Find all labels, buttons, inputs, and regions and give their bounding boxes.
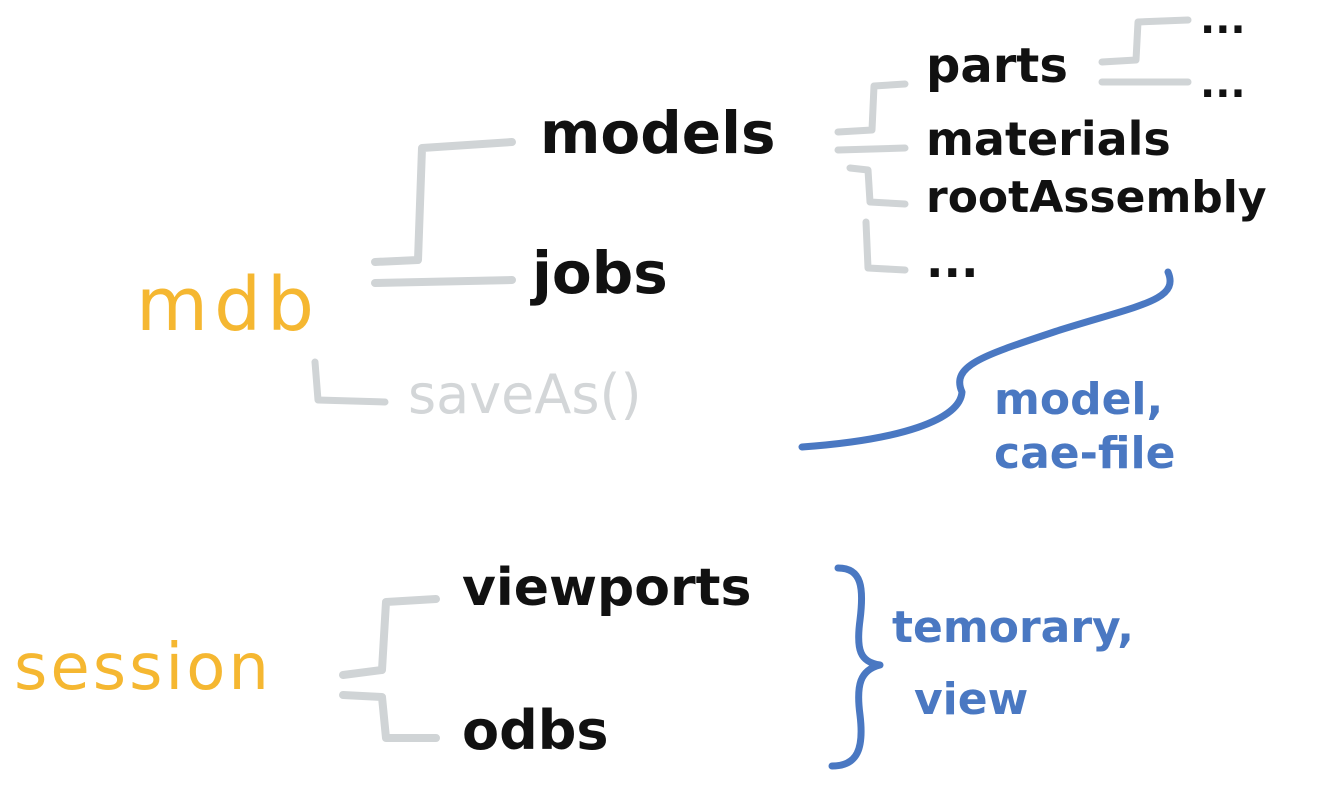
materials-node-label: materials (926, 112, 1171, 166)
connector-session-odbs (339, 691, 440, 742)
connector-models-more (862, 218, 909, 274)
mdb-root-label: mdb (136, 262, 321, 348)
session-annotation-line1: temorary, (892, 602, 1135, 653)
session-root-label: session (14, 631, 272, 705)
saveas-method-label: saveAs() (408, 363, 642, 426)
connector-mdb-saveas (311, 358, 389, 406)
odbs-node-label: odbs (462, 699, 609, 762)
rootassembly-node-label: rootAssembly (926, 172, 1267, 223)
parts-more-label-2: ... (1200, 61, 1246, 107)
connector-models-rootassembly (846, 164, 909, 208)
models-more-label: ... (926, 234, 979, 288)
connector-models-parts (834, 80, 909, 136)
connector-mdb-jobs (371, 276, 516, 287)
connector-mdb-models (371, 138, 516, 266)
model-annotation-line2: cae-file (994, 428, 1176, 479)
models-node-label: models (540, 99, 776, 167)
jobs-node-label: jobs (532, 239, 668, 307)
viewports-node-label: viewports (462, 558, 752, 618)
parts-more-label-1: ... (1200, 0, 1246, 43)
connector-session-viewports (339, 595, 440, 679)
brace-model-annotation (798, 268, 1174, 451)
connector-models-materials (834, 144, 909, 154)
model-annotation-line1: model, (994, 374, 1164, 425)
brace-session-annotation (828, 564, 884, 770)
parts-node-label: parts (926, 38, 1068, 94)
session-annotation-line2: view (914, 674, 1029, 725)
connector-parts-more-1 (1098, 16, 1192, 66)
